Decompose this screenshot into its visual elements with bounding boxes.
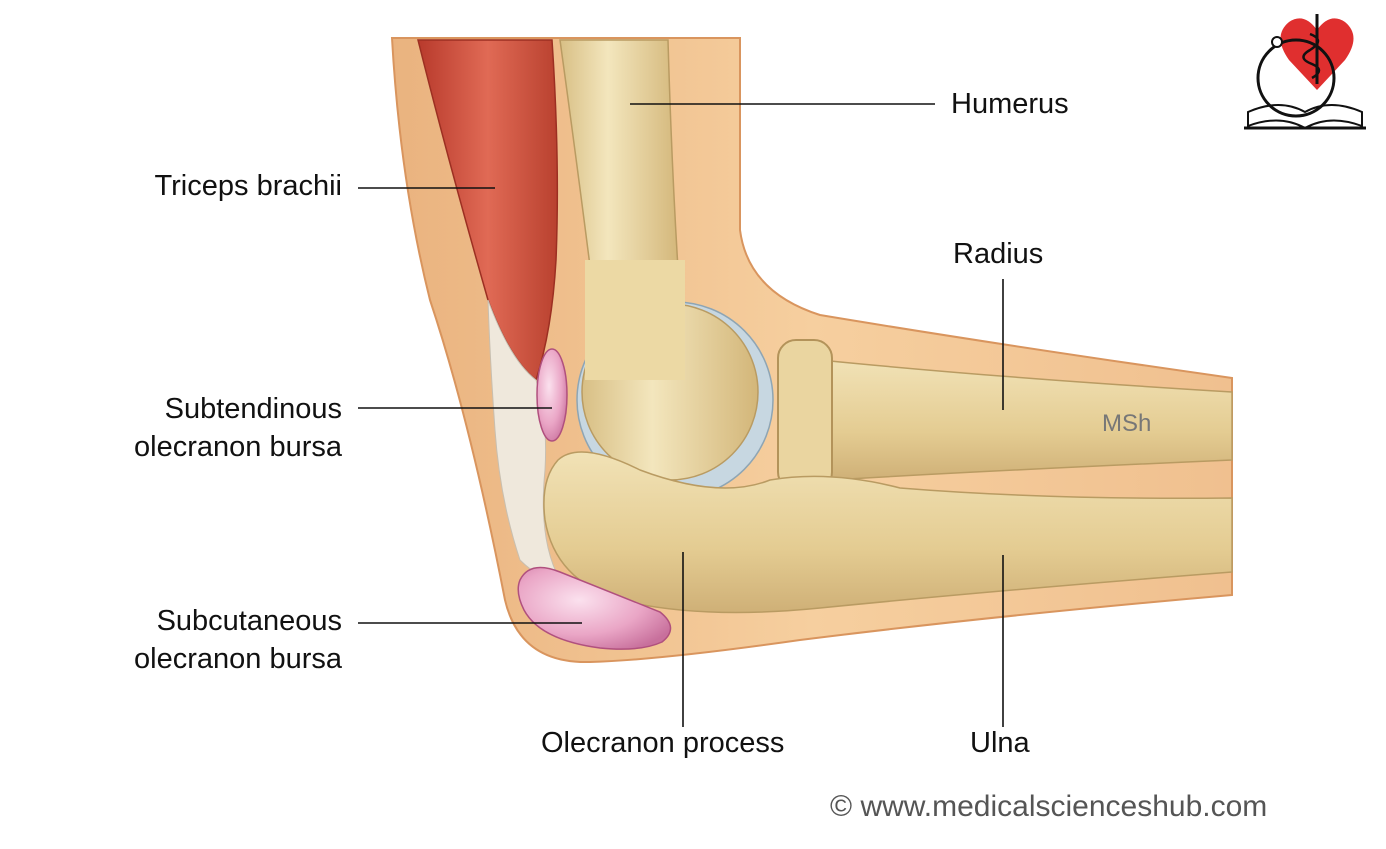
humerus-neck (585, 260, 685, 380)
label-humerus: Humerus (951, 88, 1069, 120)
label-subcutaneous-line2: olecranon bursa (134, 643, 342, 675)
subtendinous-bursa (536, 348, 568, 442)
label-triceps-brachii: Triceps brachii (154, 170, 342, 202)
label-subcutaneous-line1: Subcutaneous (156, 605, 342, 637)
copyright-link[interactable]: © www.medicalscienceshub.com (830, 790, 1268, 823)
watermark-msh: MSh (1102, 410, 1152, 437)
heart-caduceus-book-logo (1244, 14, 1366, 130)
label-radius: Radius (953, 238, 1044, 270)
label-ulna: Ulna (970, 727, 1030, 759)
radius-head (777, 339, 833, 491)
subcutaneous-bursa (517, 566, 672, 650)
label-olecranon-process: Olecranon process (541, 727, 785, 759)
label-subtendinous-line1: Subtendinous (164, 393, 342, 425)
label-subtendinous-line2: olecranon bursa (134, 431, 342, 463)
leader-lines (358, 103, 1004, 727)
radius-bone (819, 359, 1233, 481)
